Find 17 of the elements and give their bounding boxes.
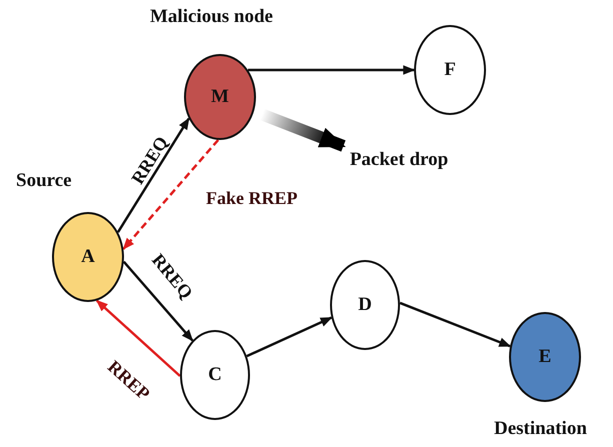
dashed-arrow	[122, 139, 220, 250]
arrow	[122, 260, 194, 342]
node-caption: Source	[16, 170, 72, 192]
edge-label: Fake RREP	[206, 188, 298, 208]
status-label: Packet drop	[340, 146, 458, 174]
node-letter: D	[358, 294, 372, 316]
arrow	[96, 300, 181, 377]
node-letter: E	[538, 346, 552, 368]
node-caption: Destination	[494, 418, 587, 440]
node-caption: Malicious node	[150, 6, 273, 28]
node-letter: M	[211, 86, 229, 108]
node-letter: C	[208, 364, 222, 386]
node-letter: F	[444, 59, 456, 81]
arrow	[400, 302, 512, 348]
arrow	[116, 117, 190, 233]
arrow	[246, 316, 332, 358]
node-letter: A	[81, 246, 95, 268]
